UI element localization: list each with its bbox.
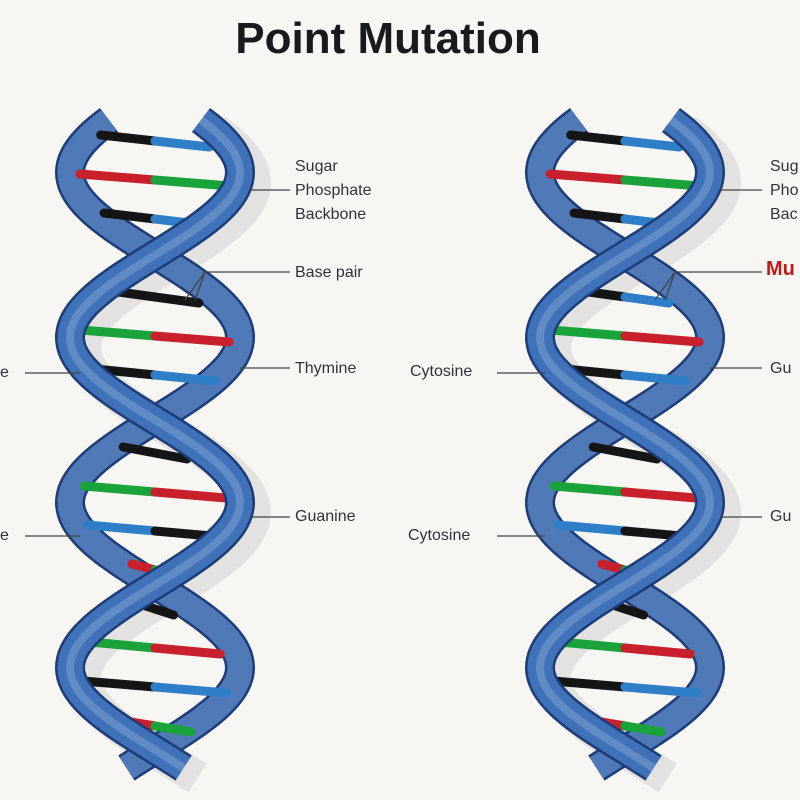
left-helix-base-right <box>150 487 231 503</box>
label-guanine-2b: Gu <box>770 508 792 525</box>
left-helix-base-right <box>150 331 234 347</box>
right-helix-base-left <box>588 442 630 458</box>
left-helix-back-strand <box>57 110 253 779</box>
right-helix-base-right <box>620 370 690 386</box>
right-helix-base-right <box>620 682 702 698</box>
label-base-pair: Base pair <box>295 264 363 281</box>
left-helix-base-left <box>79 481 160 497</box>
left-helix-base-left <box>78 676 160 692</box>
label-cytosine-1: Cytosine <box>410 363 473 380</box>
right-helix-front-strand <box>527 110 723 779</box>
label-thymine: Thymine <box>295 360 357 377</box>
right-helix-base-left <box>569 208 630 224</box>
label-backbone-2: Bac <box>770 206 798 223</box>
left-helix-base-right <box>150 643 225 659</box>
right-helix-base-right <box>620 331 704 347</box>
right-helix-back-strand <box>527 110 723 779</box>
right-helix-base-left <box>546 325 630 341</box>
left-helix-base-left <box>75 169 160 185</box>
right-helix-base-right <box>620 643 695 659</box>
left-helix-base-right <box>150 370 220 386</box>
left-helix-base-left <box>118 442 160 458</box>
label-phosphate-2: Pho <box>770 182 799 199</box>
label-phosphate: Phosphate <box>295 182 372 199</box>
left-helix-front-strand-highlight <box>65 116 245 772</box>
right-helix-base-left <box>555 637 630 653</box>
label-sugar-2: Sug <box>770 158 799 175</box>
left-helix-base-right <box>150 721 196 737</box>
right-helix-base-right <box>620 604 649 620</box>
right-helix-base-right <box>620 487 701 503</box>
left-helix-base-right <box>150 136 214 152</box>
label-backbone: Backbone <box>295 206 367 223</box>
right-helix-front-strand-highlight <box>535 116 715 772</box>
left-helix-base-left <box>85 637 160 653</box>
left-helix-base-right <box>150 604 179 620</box>
left-helix-base-right <box>150 292 204 308</box>
left-helix-base-left <box>83 520 160 536</box>
left-helix-base-left <box>99 208 160 224</box>
label-mutation: Mu <box>766 258 795 280</box>
label-guanine-2a: Gu <box>770 360 792 377</box>
page-title: Point Mutation <box>235 14 541 63</box>
right-helix-base-right <box>620 175 705 191</box>
right-helix-base-left <box>553 520 630 536</box>
left-helix-base-left <box>96 130 160 146</box>
left-helix-base-right <box>150 448 192 464</box>
right-helix-base-right <box>620 136 684 152</box>
leader-line <box>194 271 206 301</box>
right-helix-base-left <box>545 169 630 185</box>
label-guanine: Guanine <box>295 508 356 525</box>
leader-line <box>664 271 676 301</box>
leader-line <box>184 271 206 301</box>
label-cytosine-2: Cytosine <box>408 527 471 544</box>
label-left-cut-1: e <box>0 364 9 381</box>
right-helix-base-left <box>566 130 630 146</box>
label-left-cut-2: e <box>0 527 9 544</box>
right-helix-base-left <box>549 481 630 497</box>
right-helix-base-right <box>620 721 666 737</box>
leader-line <box>654 271 676 301</box>
left-helix-base-right <box>150 682 232 698</box>
right-helix-base-left <box>548 676 630 692</box>
right-helix-base-right <box>620 292 674 308</box>
left-helix-base-left <box>76 325 160 341</box>
label-sugar: Sugar <box>295 158 338 175</box>
right-helix-base-right <box>620 448 662 464</box>
left-helix-base-right <box>150 175 235 191</box>
left-helix-front-strand <box>57 110 253 779</box>
